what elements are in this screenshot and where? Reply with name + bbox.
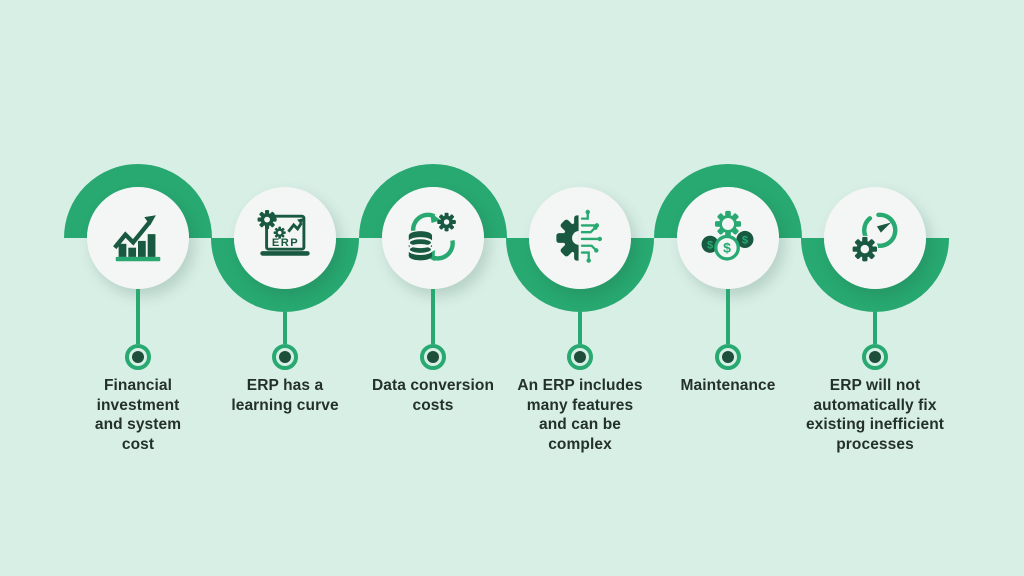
connector-stem — [136, 289, 140, 344]
connector-stem — [431, 289, 435, 344]
connector-stem — [283, 312, 287, 344]
icon-bubble: ERP — [234, 187, 336, 289]
dollar-sign: $ — [707, 239, 714, 251]
connector-node — [272, 344, 298, 370]
connector-node — [420, 344, 446, 370]
connector-node-dot — [279, 351, 291, 363]
connector-node-dot — [427, 351, 439, 363]
timeline-item-complexity: An ERP includes many features and can be… — [495, 164, 665, 504]
gauge-gear-icon — [851, 212, 898, 263]
connector-node-dot — [574, 351, 586, 363]
connector-stem — [578, 312, 582, 344]
gear-money-icon: $ $ $ — [701, 210, 754, 261]
timeline-item-learning-curve: ERP ERP has a learning curve — [200, 164, 370, 504]
icon-bubble — [529, 187, 631, 289]
item-label: Maintenance — [680, 377, 776, 394]
item-label: An ERP includes many features and can be… — [517, 377, 643, 454]
dollar-sign: $ — [723, 240, 731, 256]
timeline-item-no-auto-fix: ERP will not automatically fix existing … — [790, 164, 960, 504]
item-label: ERP will not automatically fix existing … — [805, 377, 945, 454]
connector-node-dot — [722, 351, 734, 363]
gear-circuit-icon — [556, 209, 602, 263]
data-sync-gear-icon — [407, 212, 456, 262]
item-label: Data conversion costs — [371, 377, 495, 414]
item-label: Financial investment and system cost — [94, 377, 182, 454]
growth-chart-icon — [113, 215, 161, 262]
connector-node-dot — [132, 351, 144, 363]
connector-stem — [726, 289, 730, 344]
connector-node-dot — [869, 351, 881, 363]
timeline-item-financial-cost: Financial investment and system cost — [53, 164, 223, 504]
connector-node — [567, 344, 593, 370]
erp-laptop-icon: ERP — [257, 210, 310, 256]
icon-bubble: $ $ $ — [677, 187, 779, 289]
connector-node — [125, 344, 151, 370]
erp-screen-label: ERP — [272, 237, 299, 249]
connector-stem — [873, 312, 877, 344]
icon-bubble — [87, 187, 189, 289]
dollar-sign: $ — [742, 235, 749, 247]
icon-bubble — [382, 187, 484, 289]
icon-bubble — [824, 187, 926, 289]
timeline-item-maintenance: $ $ $ Maintenance — [643, 164, 813, 504]
connector-node — [715, 344, 741, 370]
item-label: ERP has a learning curve — [231, 377, 339, 414]
connector-node — [862, 344, 888, 370]
timeline-item-data-conversion: Data conversion costs — [348, 164, 518, 504]
